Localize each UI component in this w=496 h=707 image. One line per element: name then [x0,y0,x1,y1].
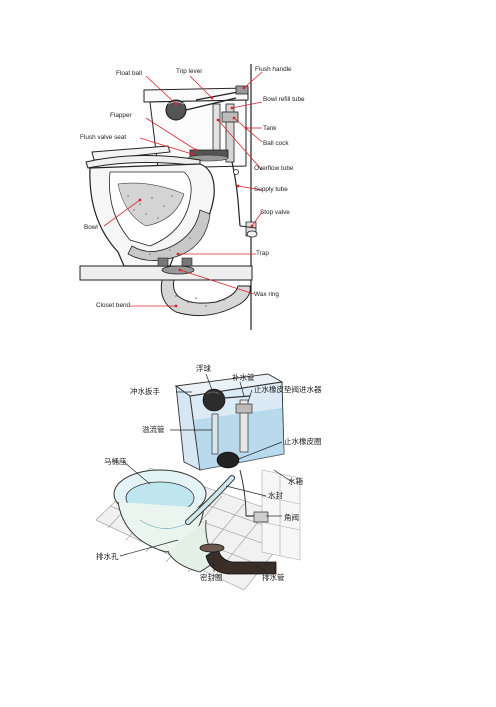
angle-valve [239,469,269,523]
label-float-ball-zh: 浮球 [196,363,211,373]
label-overflow-tube: Overflow tube [254,165,294,172]
leaders-bottom [119,373,293,573]
leaders-top [103,71,263,307]
flush-handle [235,85,249,95]
label-closet-bend: Closet bend [96,302,131,309]
label-refill-pipe-zh: 补水管 [232,372,255,382]
diagram-top-english: Float ball Trip lever Flush handle Bowl … [79,64,305,330]
label-ball-cock: Ball cock [263,140,289,147]
label-tank: Tank [263,125,277,132]
label-drain-hole-zh: 排水孔 [96,551,119,561]
label-bowl: Bowl [84,224,98,231]
label-stop-valve: Stop valve [260,209,290,216]
bowl-top [89,163,215,267]
label-overflow-tube-zh: 溢流管 [142,424,165,434]
label-trip-lever: Trip lever [176,68,203,75]
float-ball-bottom [202,388,226,412]
diagram-bottom-chinese: 浮球 补水管 冲水扳手 止水橡皮垫阀进水器 溢流管 止水橡皮圈 马桶座 水箱 水… [95,363,322,591]
label-flush-valve-seat: Flush valve seat [80,134,126,141]
label-gasket-zh: 密封圈 [200,572,223,582]
wall-tiles [261,469,301,561]
label-flush-handle: Flush handle [255,66,292,73]
label-supply-tube: Supply tube [254,186,288,193]
label-float-ball: Float ball [116,70,142,77]
label-flush-lever-zh: 冲水扳手 [130,386,160,396]
label-inlet-washer-zh: 止水橡皮垫阀进水器 [254,384,322,394]
label-tank-zh: 水箱 [288,476,303,486]
label-seal-ring-zh: 止水橡皮圈 [284,436,322,446]
label-flapper: Flapper [110,112,133,119]
bowl-bottom [113,469,219,573]
label-water-seal-zh: 水封 [268,490,283,500]
label-toilet-seat-zh: 马桶座 [104,456,127,466]
label-trap: Trap [256,250,269,257]
label-wax-ring: Wax ring [254,291,279,298]
leader-dots-top [138,86,254,308]
label-bowl-refill-tube: Bowl refill tube [263,96,305,103]
supply-line-top [231,161,258,238]
label-angle-valve-zh: 角阀 [284,512,299,522]
tank-bottom [174,373,285,471]
label-drain-pipe-zh: 排水管 [262,572,285,582]
